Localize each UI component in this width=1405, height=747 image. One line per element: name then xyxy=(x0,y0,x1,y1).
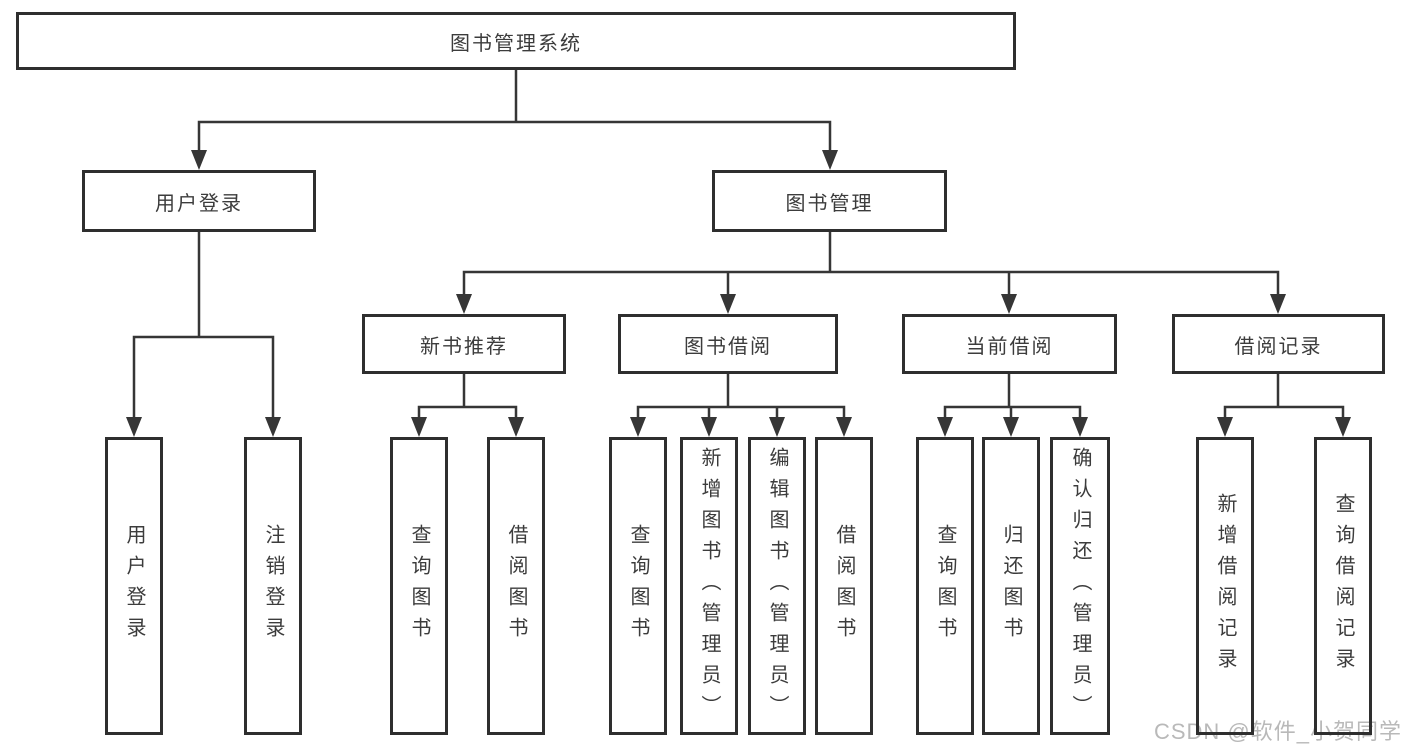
csdn-watermark: CSDN @软件_小贺同学 xyxy=(1153,719,1402,744)
node-label: 图书管理 xyxy=(785,192,874,215)
leaf-rec-query-book: 查询图书 xyxy=(390,437,448,735)
node-label: 图书借阅 xyxy=(684,335,772,358)
leaf-bb-borrow-book: 借阅图书 xyxy=(815,437,873,735)
leaf-bb-edit-book-admin: 编辑图书（管理员） xyxy=(748,437,806,735)
leaf-cb-confirm-return-admin: 确认归还（管理员） xyxy=(1050,437,1110,735)
node-label: 查询图书 xyxy=(408,524,430,648)
node-label: 查询借阅记录 xyxy=(1332,493,1354,679)
node-label: 用户登录 xyxy=(123,524,145,648)
node-label: 借阅图书 xyxy=(505,524,527,648)
branch-book-management: 图书管理 xyxy=(712,170,947,232)
group-book-borrow: 图书借阅 xyxy=(618,314,838,374)
leaf-cb-return-book: 归还图书 xyxy=(982,437,1040,735)
node-label: 当前借阅 xyxy=(965,335,1054,358)
group-new-book-recommend: 新书推荐 xyxy=(362,314,566,374)
node-label: 编辑图书（管理员） xyxy=(766,446,788,726)
node-label: 新增借阅记录 xyxy=(1214,493,1236,679)
leaf-user-login: 用户登录 xyxy=(105,437,163,735)
node-label: 新增图书（管理员） xyxy=(698,446,720,726)
leaf-br-query-borrow-record: 查询借阅记录 xyxy=(1314,437,1372,735)
leaf-br-add-borrow-record: 新增借阅记录 xyxy=(1196,437,1254,735)
node-label: 查询图书 xyxy=(934,524,956,648)
node-label: 归还图书 xyxy=(1000,524,1022,648)
node-label: 用户登录 xyxy=(155,192,243,215)
leaf-rec-borrow-book: 借阅图书 xyxy=(487,437,545,735)
leaf-logout-login: 注销登录 xyxy=(244,437,302,735)
node-label: 查询图书 xyxy=(627,524,649,648)
node-label: 注销登录 xyxy=(262,524,284,648)
leaf-bb-query-book: 查询图书 xyxy=(609,437,667,735)
node-label: 借阅图书 xyxy=(833,524,855,648)
node-label: 借阅记录 xyxy=(1234,335,1323,358)
root-node: 图书管理系统 xyxy=(16,12,1016,70)
branch-user-login: 用户登录 xyxy=(82,170,316,232)
node-label: 图书管理系统 xyxy=(450,32,582,55)
node-label: 确认归还（管理员） xyxy=(1069,446,1091,726)
leaf-cb-query-book: 查询图书 xyxy=(916,437,974,735)
node-label: 新书推荐 xyxy=(420,335,508,358)
leaf-bb-add-book-admin: 新增图书（管理员） xyxy=(680,437,738,735)
group-borrow-records: 借阅记录 xyxy=(1172,314,1385,374)
group-current-borrow: 当前借阅 xyxy=(902,314,1117,374)
